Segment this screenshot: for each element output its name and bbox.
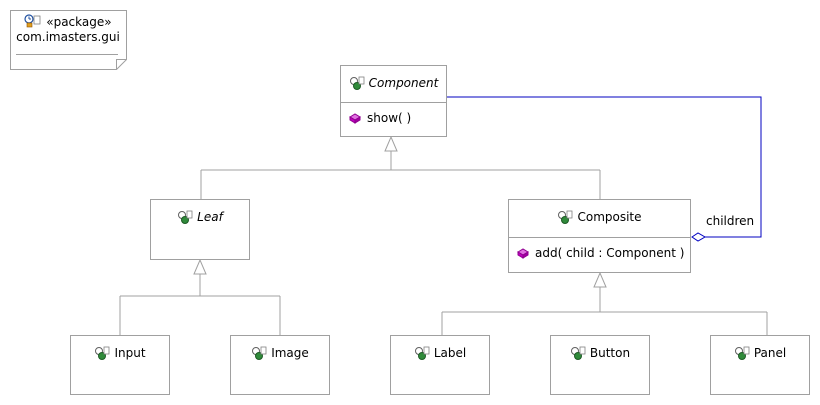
class-icon [95,346,110,360]
class-leaf[interactable]: Leaf [150,199,250,260]
class-name: Leaf [197,209,223,224]
class-name: Input [114,346,146,360]
class-icon [570,346,586,360]
class-icon [349,76,365,90]
operation-show[interactable]: show( ) [349,111,411,125]
generalization-to-leaf [119,258,281,335]
package-note[interactable]: «package» com.imasters.gui [10,10,126,69]
association-children [447,96,762,242]
generalization-to-component [200,135,601,199]
compartment-divider [341,102,446,103]
class-icon [178,210,193,224]
generalization-to-composite [441,271,768,335]
class-composite[interactable]: Composite add( child : Component ) [508,199,691,273]
class-label[interactable]: Label [390,335,490,395]
class-name: Button [589,346,631,360]
class-name: Component [368,76,439,90]
class-panel[interactable]: Panel [710,335,810,395]
class-icon [414,346,430,360]
class-icon [252,346,267,360]
compartment-divider [509,237,690,238]
class-component[interactable]: Component show( ) [340,65,447,137]
operation-label: show( ) [367,111,412,125]
operation-label: add( child : Component ) [535,246,685,260]
class-input[interactable]: Input [70,335,170,395]
class-name: Image [271,346,309,360]
class-name: Panel [753,346,787,360]
package-note-shape [10,10,127,70]
package-stereotype: «package» [46,15,112,29]
class-name: Label [433,346,467,360]
operation-icon [349,113,361,124]
association-role-label: children [706,214,755,228]
operation-add[interactable]: add( child : Component ) [517,246,684,260]
class-icon [558,210,573,224]
class-name: Composite [577,210,642,224]
class-button[interactable]: Button [550,335,650,395]
class-icon [734,346,750,360]
operation-icon [517,248,529,259]
class-image[interactable]: Image [230,335,330,395]
package-name: com.imasters.gui [16,30,120,44]
package-icon [24,14,42,31]
